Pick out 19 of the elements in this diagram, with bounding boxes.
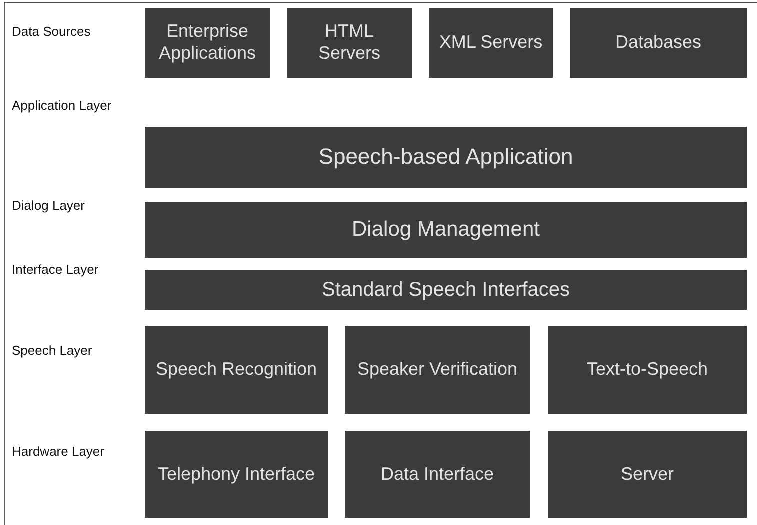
layer-box: Enterprise Applications xyxy=(145,8,270,78)
layer-box: Dialog Management xyxy=(145,202,747,258)
layer-box: Speech Recognition xyxy=(145,326,328,414)
layer-box: Telephony Interface xyxy=(145,431,328,518)
layer-label: Speech Layer xyxy=(12,343,94,360)
layer-label: Interface Layer xyxy=(12,262,100,278)
layer-label: Hardware Layer xyxy=(12,444,106,460)
layer-box: Data Interface xyxy=(345,431,530,518)
layer-box: Server xyxy=(548,431,747,518)
layer-box: HTML Servers xyxy=(287,8,412,78)
layer-box: Standard Speech Interfaces xyxy=(145,270,747,310)
layer-box: Databases xyxy=(570,8,747,78)
layer-label: Dialog Layer xyxy=(12,198,86,214)
layer-label: Application Layer xyxy=(12,98,113,114)
layer-box: Text-to-Speech xyxy=(548,326,747,414)
layer-box: Speaker Verification xyxy=(345,326,530,414)
layer-label: Data Sources xyxy=(12,24,92,40)
layer-box: Speech-based Application xyxy=(145,127,747,188)
layer-box: XML Servers xyxy=(429,8,553,78)
